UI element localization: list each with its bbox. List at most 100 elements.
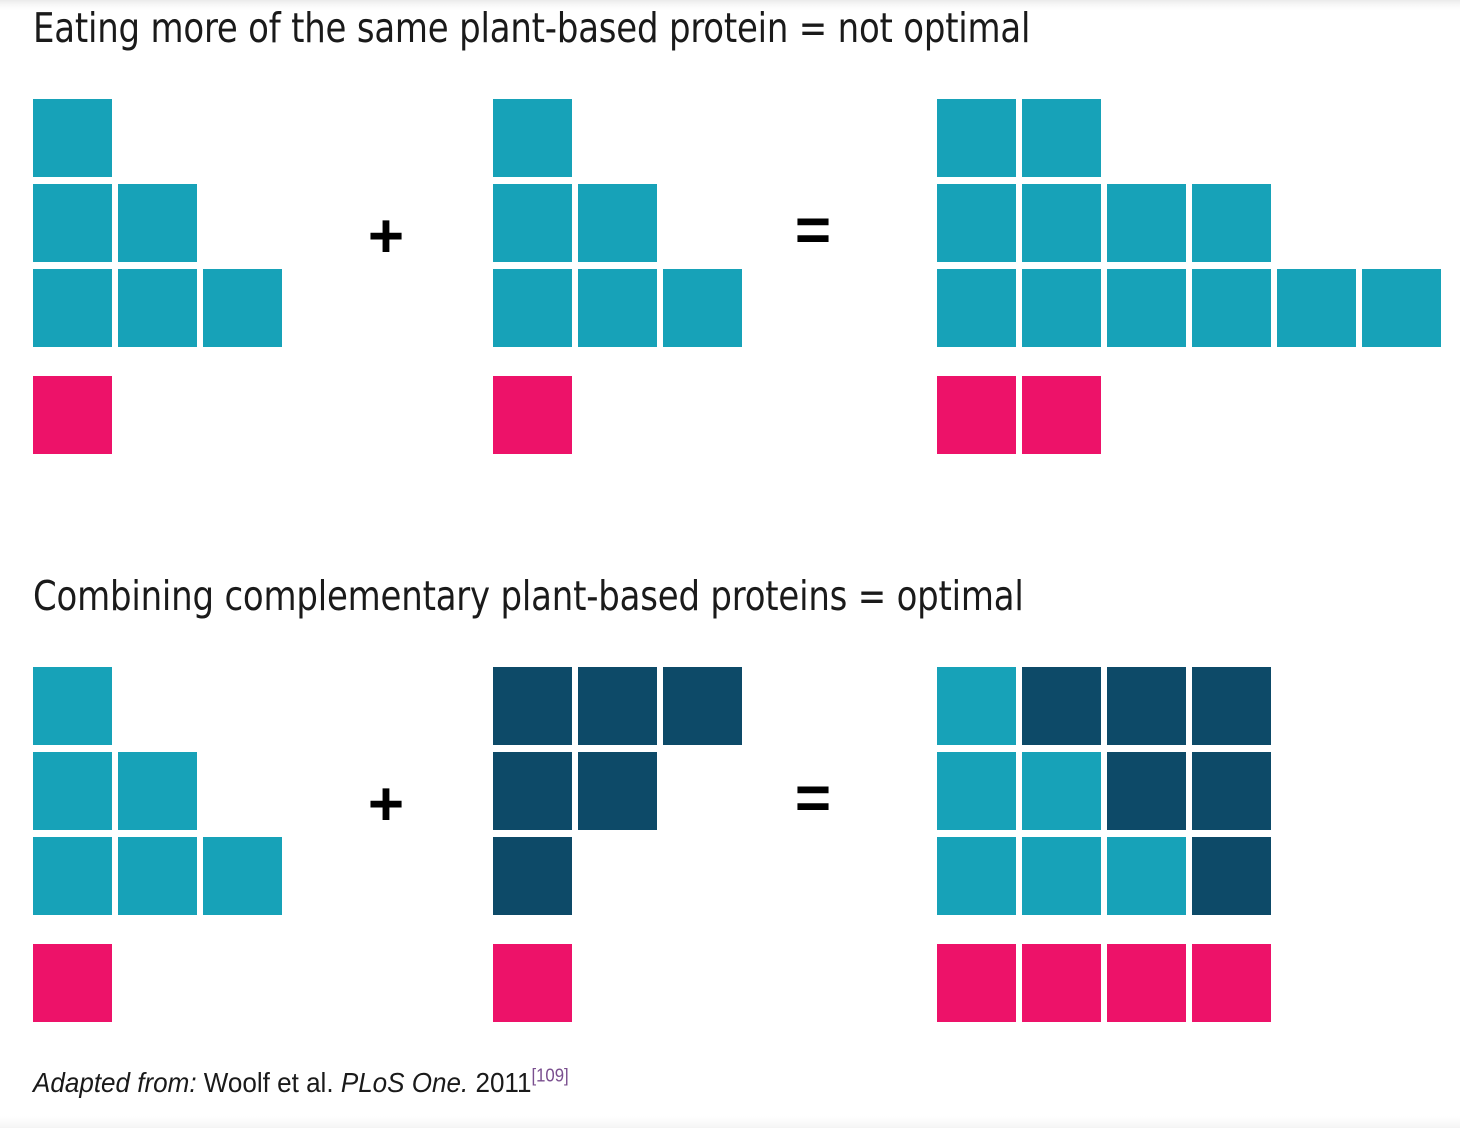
protein-block-navy — [1192, 837, 1271, 915]
limiting-amino-acid-row — [937, 376, 1447, 461]
protein-block-teal — [118, 184, 197, 262]
limiting-amino-acid-row — [33, 944, 288, 1029]
protein-block-teal — [937, 99, 1016, 177]
block-row — [937, 667, 1277, 752]
plus-operator-2: + — [367, 770, 405, 839]
block-row — [493, 667, 748, 752]
limiting-amino-acid-block — [1192, 944, 1271, 1022]
limiting-amino-acid-block — [1107, 944, 1186, 1022]
caption-adapted-from: Adapted from: — [33, 1067, 197, 1098]
protein-block-navy — [1192, 667, 1271, 745]
block-row — [493, 269, 748, 354]
block-row — [33, 184, 288, 269]
block-group-spacer — [493, 354, 748, 376]
equals-operator-1: = — [794, 196, 832, 265]
protein-block-navy — [493, 667, 572, 745]
block-row — [937, 837, 1277, 922]
limiting-amino-acid-row — [33, 376, 288, 461]
protein-block-teal — [1107, 184, 1186, 262]
protein-block-navy — [493, 752, 572, 830]
block-row — [33, 269, 288, 354]
source-caption: Adapted from: Woolf et al. PLoS One. 201… — [33, 1066, 569, 1100]
protein-block-navy — [493, 837, 572, 915]
protein-block-teal — [1022, 837, 1101, 915]
limiting-amino-acid-block — [33, 376, 112, 454]
section-1-result-blocks — [937, 99, 1447, 461]
section-2-result-blocks — [937, 667, 1277, 1029]
protein-block-teal — [937, 269, 1016, 347]
limiting-amino-acid-row — [493, 944, 748, 1029]
block-row — [493, 99, 748, 184]
limiting-amino-acid-block — [33, 944, 112, 1022]
protein-block-teal — [118, 752, 197, 830]
protein-block-teal — [1022, 184, 1101, 262]
block-row — [937, 752, 1277, 837]
protein-block-navy — [1107, 667, 1186, 745]
limiting-amino-acid-block — [937, 376, 1016, 454]
section-1-term-2-blocks — [493, 99, 748, 461]
block-group-spacer — [937, 354, 1447, 376]
protein-block-teal — [203, 837, 282, 915]
equals-operator-2: = — [794, 764, 832, 833]
protein-block-teal — [1192, 269, 1271, 347]
protein-block-teal — [1022, 752, 1101, 830]
protein-block-teal — [33, 269, 112, 347]
limiting-amino-acid-block — [493, 376, 572, 454]
block-row — [33, 99, 288, 184]
limiting-amino-acid-row — [493, 376, 748, 461]
protein-block-teal — [203, 269, 282, 347]
protein-block-navy — [1107, 752, 1186, 830]
block-group-spacer — [493, 922, 748, 944]
section-1-term-1-blocks — [33, 99, 288, 461]
protein-block-teal — [937, 667, 1016, 745]
plus-operator-1: + — [367, 202, 405, 271]
section-2-term-1-blocks — [33, 667, 288, 1029]
protein-block-teal — [33, 752, 112, 830]
protein-block-teal — [1022, 269, 1101, 347]
limiting-amino-acid-block — [937, 944, 1016, 1022]
protein-block-teal — [118, 837, 197, 915]
block-row — [937, 99, 1447, 184]
protein-block-teal — [33, 667, 112, 745]
protein-block-teal — [1107, 269, 1186, 347]
protein-block-teal — [493, 184, 572, 262]
protein-block-teal — [33, 99, 112, 177]
protein-block-teal — [118, 269, 197, 347]
protein-block-navy — [1192, 752, 1271, 830]
protein-block-teal — [1192, 184, 1271, 262]
block-row — [33, 752, 288, 837]
block-row — [937, 184, 1447, 269]
protein-block-teal — [578, 269, 657, 347]
protein-block-navy — [578, 752, 657, 830]
limiting-amino-acid-block — [1022, 944, 1101, 1022]
limiting-amino-acid-row — [937, 944, 1277, 1029]
protein-block-teal — [1362, 269, 1441, 347]
protein-block-teal — [578, 184, 657, 262]
protein-block-navy — [1022, 667, 1101, 745]
citation-link[interactable]: [109] — [531, 1065, 569, 1086]
caption-year: 2011 — [475, 1067, 532, 1098]
block-group-spacer — [33, 354, 288, 376]
protein-block-teal — [663, 269, 742, 347]
bottom-edge-gradient — [0, 1116, 1460, 1128]
protein-block-teal — [937, 837, 1016, 915]
protein-block-navy — [578, 667, 657, 745]
protein-block-navy — [663, 667, 742, 745]
protein-block-teal — [33, 184, 112, 262]
section-1-title: Eating more of the same plant-based prot… — [33, 4, 1031, 52]
limiting-amino-acid-block — [493, 944, 572, 1022]
section-2-title: Combining complementary plant-based prot… — [33, 572, 1024, 620]
caption-journal: PLoS One. — [340, 1067, 469, 1098]
section-optimal: Combining complementary plant-based prot… — [0, 568, 1460, 1068]
block-row — [937, 269, 1447, 354]
block-row — [33, 667, 288, 752]
block-group-spacer — [33, 922, 288, 944]
protein-block-teal — [493, 269, 572, 347]
protein-block-teal — [1022, 99, 1101, 177]
protein-block-teal — [493, 99, 572, 177]
block-row — [493, 184, 748, 269]
protein-block-teal — [937, 184, 1016, 262]
protein-block-teal — [1277, 269, 1356, 347]
protein-block-teal — [937, 752, 1016, 830]
block-row — [33, 837, 288, 922]
